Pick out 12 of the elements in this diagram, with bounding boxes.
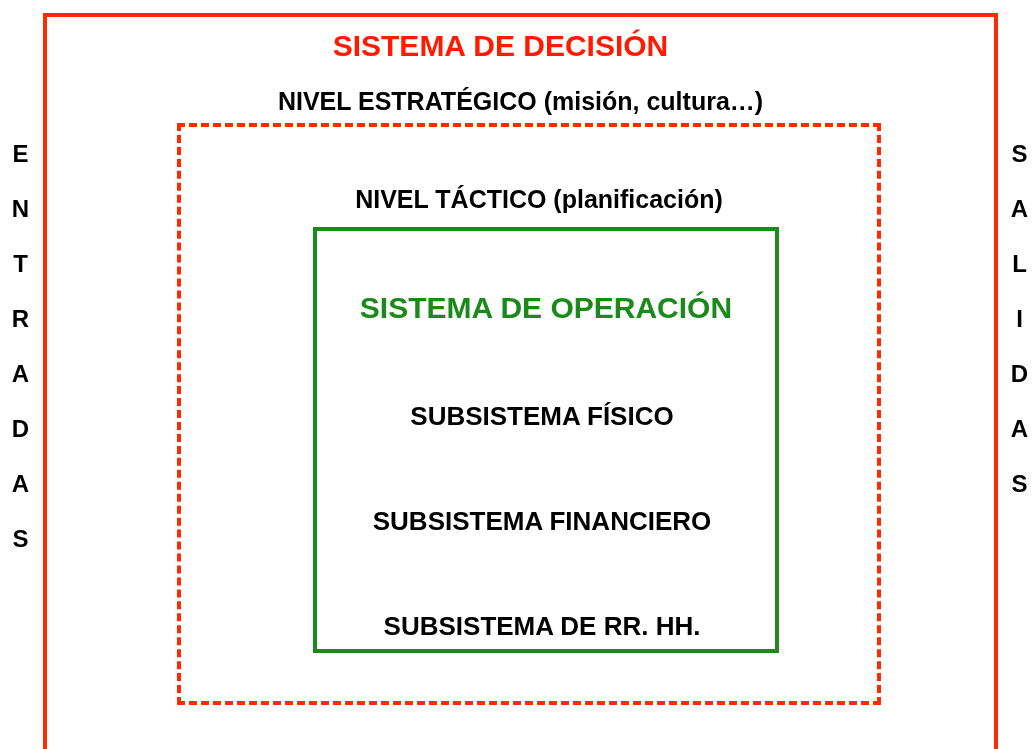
- dashed-frame: [177, 123, 881, 705]
- box-title: SISTEMA DE OPERACIÓN: [359, 291, 733, 325]
- level-heading: NIVEL ESTRATÉGICO (misión, cultura…): [277, 87, 764, 116]
- frame-title: SISTEMA DE DECISIÓN: [332, 29, 669, 63]
- operation-box: [313, 227, 779, 653]
- level-heading: NIVEL TÁCTICO (planificación): [355, 185, 723, 214]
- outer-frame: [43, 13, 998, 749]
- subsystem-text: SUBSISTEMA FÍSICO: [410, 401, 674, 432]
- vertical-label: ENTRADAS: [7, 140, 33, 580]
- subsystem-text: SUBSISTEMA FINANCIERO: [372, 506, 712, 537]
- subsystem-text: SUBSISTEMA DE RR. HH.: [383, 611, 701, 642]
- vertical-label: SALIDAS: [1006, 140, 1032, 525]
